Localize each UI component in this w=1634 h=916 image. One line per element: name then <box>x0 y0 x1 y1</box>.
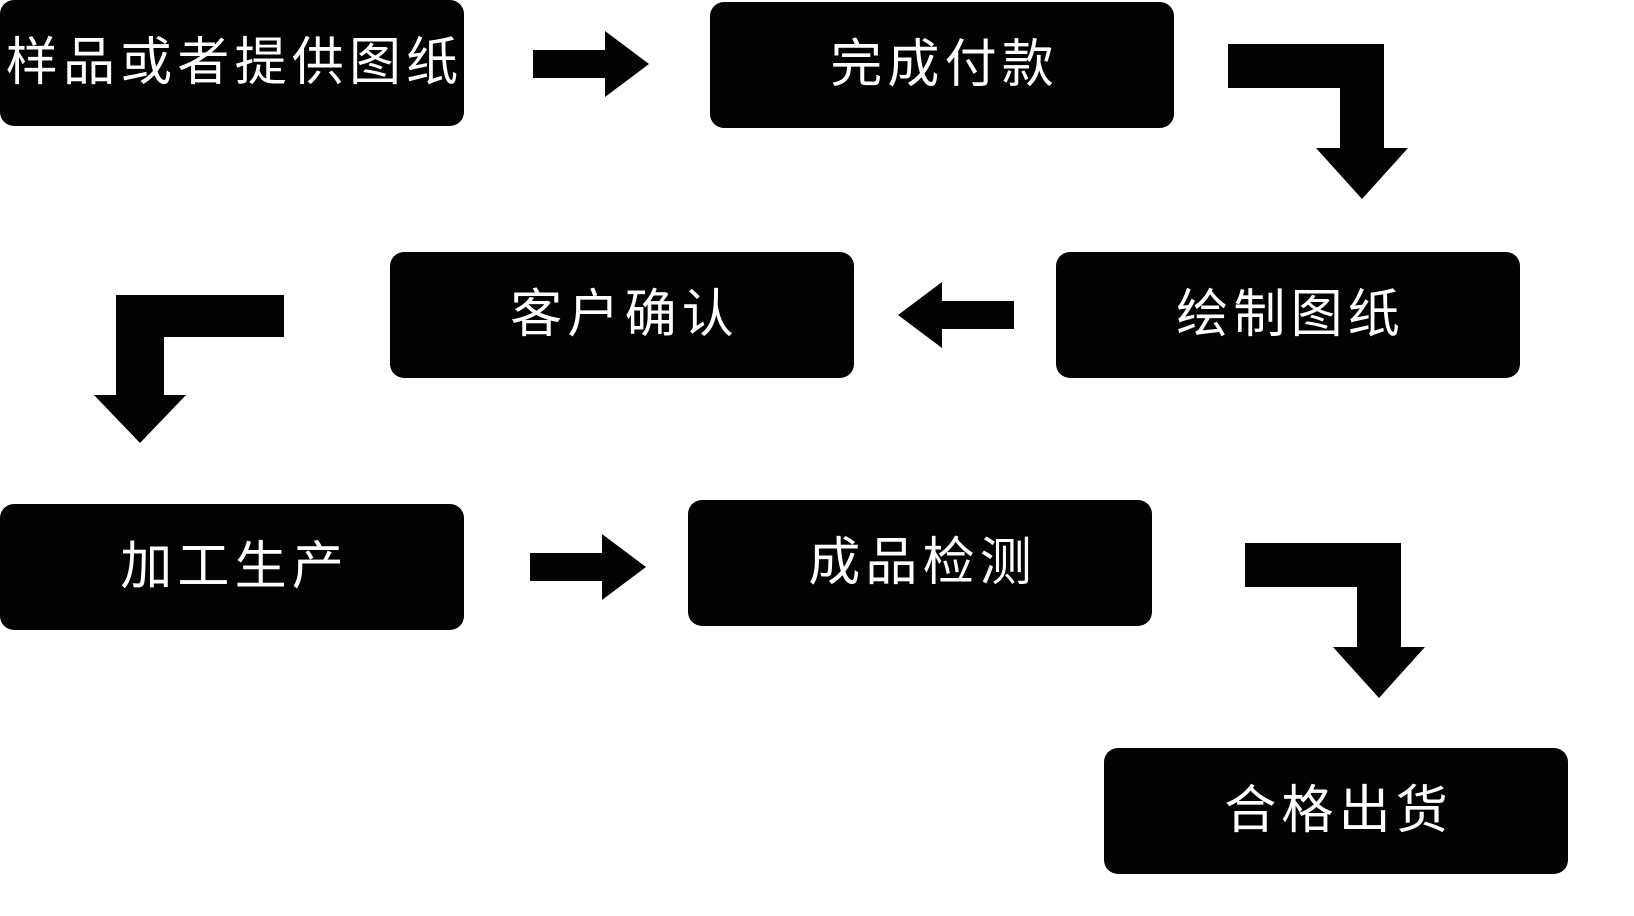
flow-node-complete-payment[interactable]: 完成付款 <box>710 2 1174 128</box>
arrow-elbow-right-down-icon-payment-to-blueprint <box>1228 44 1408 199</box>
arrow-right-icon-production-to-inspection <box>530 534 646 600</box>
flow-node-label: 客户确认 <box>510 286 739 344</box>
flow-node-customer-confirm[interactable]: 客户确认 <box>390 252 854 378</box>
flow-node-label: 加工生产 <box>120 538 349 596</box>
flow-node-label: 完成付款 <box>830 36 1059 94</box>
arrow-elbow-left-down-icon-confirm-to-production <box>94 295 284 443</box>
flow-node-production[interactable]: 加工生产 <box>0 504 464 630</box>
flow-node-label: 成品检测 <box>808 534 1037 592</box>
flow-node-final-inspection[interactable]: 成品检测 <box>688 500 1152 626</box>
flow-node-qualified-shipment[interactable]: 合格出货 <box>1104 748 1568 874</box>
flow-node-sample-or-drawing[interactable]: 样品或者提供图纸 <box>0 0 464 126</box>
flow-node-draw-blueprint[interactable]: 绘制图纸 <box>1056 252 1520 378</box>
flow-node-label: 合格出货 <box>1224 782 1453 840</box>
flow-node-label: 样品或者提供图纸 <box>5 34 464 92</box>
arrow-left-icon-blueprint-to-confirm <box>898 282 1014 348</box>
arrow-elbow-right-down-icon-inspection-to-shipment <box>1245 543 1425 698</box>
flow-node-label: 绘制图纸 <box>1176 286 1405 344</box>
arrow-right-icon-sample-to-payment <box>533 31 649 97</box>
